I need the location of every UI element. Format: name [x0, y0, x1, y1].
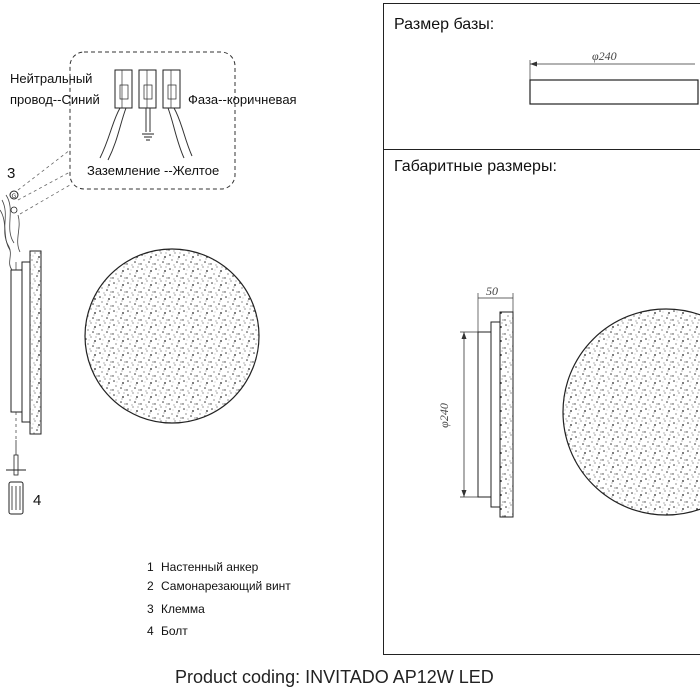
terminal-icon: G — [9, 190, 19, 214]
overall-size-title: Габаритные размеры: — [394, 158, 557, 175]
depth-dimension-label: 50 — [486, 284, 498, 298]
overall-diameter-label: φ240 — [436, 403, 451, 428]
ground-wire-label: Заземление --Желтое — [87, 163, 220, 178]
neutral-wire-label-line2: провод--Синий — [10, 92, 100, 107]
wire-bundle — [0, 194, 21, 271]
base-size-title: Размер базы: — [394, 16, 495, 33]
base-plate-drawing — [529, 60, 699, 105]
svg-text:G: G — [12, 193, 17, 200]
phase-wire-label: Фаза--коричневая — [188, 92, 297, 107]
side-view-drawing — [460, 293, 514, 518]
wiring-leader-lines — [17, 149, 71, 215]
product-coding: Product coding: INVITADO AP12W LED — [175, 667, 494, 687]
neutral-wire-label-line1: Нейтральный — [10, 71, 93, 86]
lamp-side-profile — [10, 250, 42, 440]
anchor-screw-icon — [6, 440, 26, 515]
front-view-disc — [562, 308, 700, 516]
overall-size-panel — [383, 149, 700, 655]
callout-terminal: 3 — [7, 165, 16, 182]
lamp-front-disc — [84, 248, 260, 424]
wiring-detail-box — [69, 51, 236, 190]
base-diameter-label: φ240 — [592, 49, 617, 63]
ground-symbol-icon — [142, 133, 154, 141]
callout-bolt: 4 — [33, 492, 42, 509]
